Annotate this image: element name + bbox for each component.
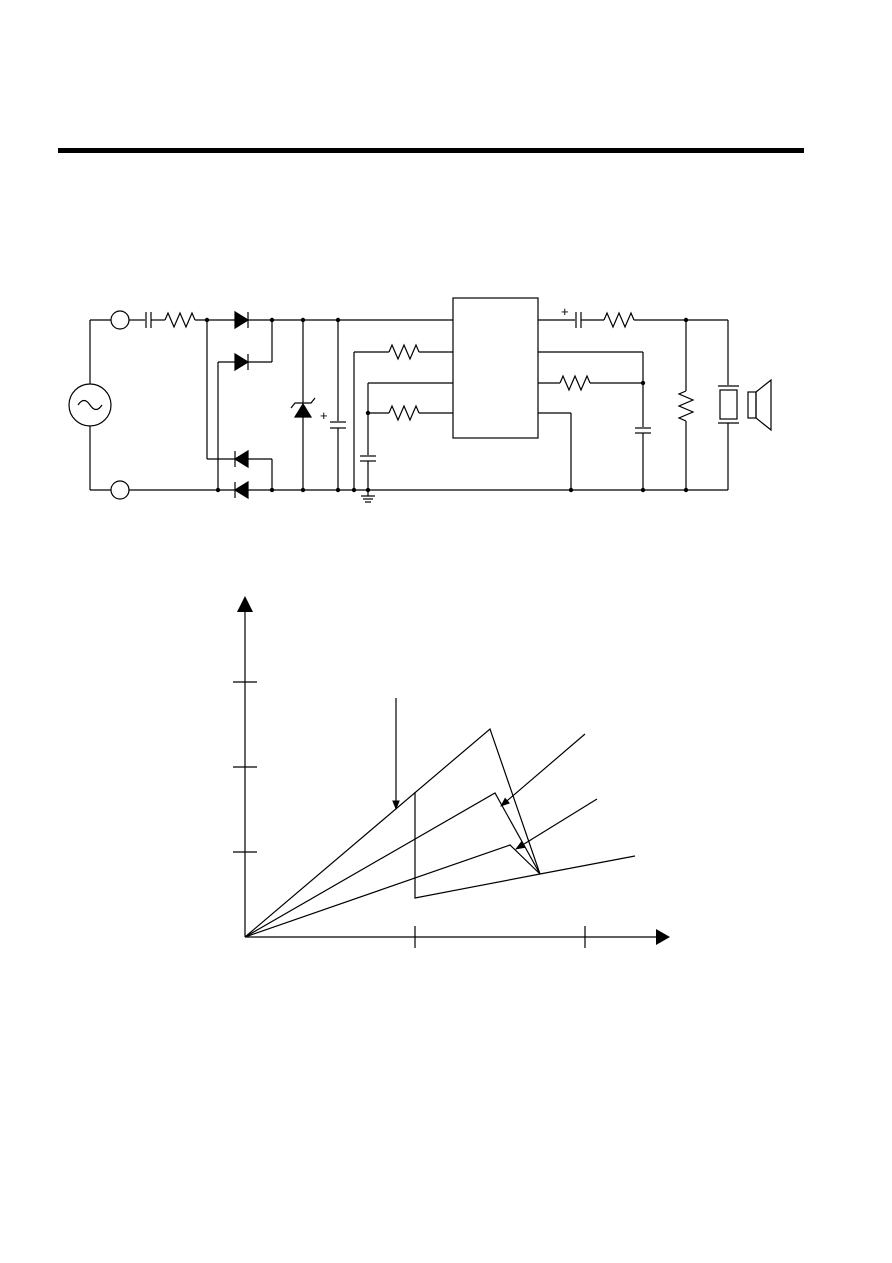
diode-icon	[234, 352, 250, 372]
polarity-mark: +	[320, 408, 328, 423]
header-rule	[58, 148, 804, 153]
resistor-icon	[388, 343, 420, 361]
resistor-icon	[559, 374, 591, 392]
series-line	[244, 792, 541, 938]
terminal-icon	[110, 310, 130, 330]
electrolytic-capacitor-icon	[330, 421, 346, 429]
series-line	[244, 844, 541, 938]
diode-icon	[234, 310, 250, 330]
terminal-icon	[110, 480, 130, 500]
series-line	[414, 792, 541, 899]
ic-block	[452, 297, 539, 439]
circuit-diagram: + +	[68, 297, 772, 503]
y-axis-arrow-icon	[237, 596, 253, 612]
ac-source-icon	[68, 383, 112, 427]
resistor-icon	[388, 404, 420, 422]
capacitor-icon	[635, 427, 651, 434]
y-axis-ticks	[233, 681, 257, 853]
x-axis-ticks	[414, 926, 586, 948]
polarity-mark: +	[561, 304, 569, 319]
series-line	[539, 855, 636, 875]
junction-dots	[204, 317, 689, 493]
resistor-icon	[677, 390, 695, 422]
diode-icon	[233, 480, 249, 500]
speaker-icon	[747, 378, 772, 432]
diode-icon	[233, 449, 249, 469]
resistor-icon	[603, 311, 635, 329]
callout-arrow	[515, 798, 598, 850]
crystal-icon	[718, 385, 739, 424]
capacitor-icon	[575, 312, 582, 328]
resistor-icon	[164, 311, 196, 329]
series-line	[244, 727, 541, 938]
callout-arrow	[500, 733, 586, 807]
characteristic-graph	[233, 596, 670, 948]
x-axis-arrow-icon	[656, 929, 670, 945]
capacitor-icon	[145, 312, 152, 328]
capacitor-icon	[360, 455, 376, 462]
